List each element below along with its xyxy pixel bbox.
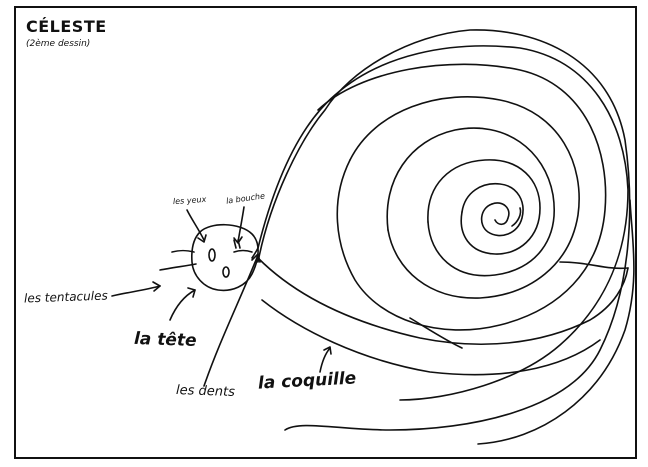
tentacle-icon bbox=[160, 264, 196, 270]
snail-head bbox=[160, 225, 258, 291]
shell-spiral-line bbox=[350, 97, 579, 298]
shell-outer-line bbox=[478, 200, 634, 444]
shell-spiral-line bbox=[492, 203, 509, 224]
shell-spiral-line bbox=[462, 184, 523, 236]
drawing-subtitle: (2ème dessin) bbox=[26, 40, 90, 49]
arrow-mouth bbox=[238, 207, 244, 242]
arrow-eyes bbox=[187, 210, 204, 240]
shell-outer-line bbox=[258, 258, 628, 344]
arrow-head bbox=[170, 290, 195, 320]
shell-outer-line bbox=[410, 318, 462, 348]
eye-icon bbox=[209, 249, 215, 261]
label-head: la tête bbox=[134, 331, 197, 350]
arrow-teeth bbox=[204, 255, 258, 386]
teeth-icon bbox=[234, 251, 252, 253]
pointer-arrows bbox=[112, 207, 331, 386]
label-teeth: les dents bbox=[176, 384, 235, 399]
label-tentacles: les tentacules bbox=[24, 290, 108, 305]
shell-spiral-line bbox=[387, 128, 554, 276]
drawing-title: CÉLESTE bbox=[26, 19, 107, 35]
arrow-shell bbox=[320, 348, 330, 372]
shell-spiral-line bbox=[560, 262, 628, 268]
arrow-tentacles bbox=[112, 286, 160, 296]
shell-outer-line bbox=[262, 300, 600, 375]
shell-spiral-line bbox=[318, 64, 606, 330]
shell-inner-spiral bbox=[318, 64, 628, 330]
eye-icon bbox=[223, 267, 229, 277]
tentacle-icon bbox=[172, 251, 194, 253]
